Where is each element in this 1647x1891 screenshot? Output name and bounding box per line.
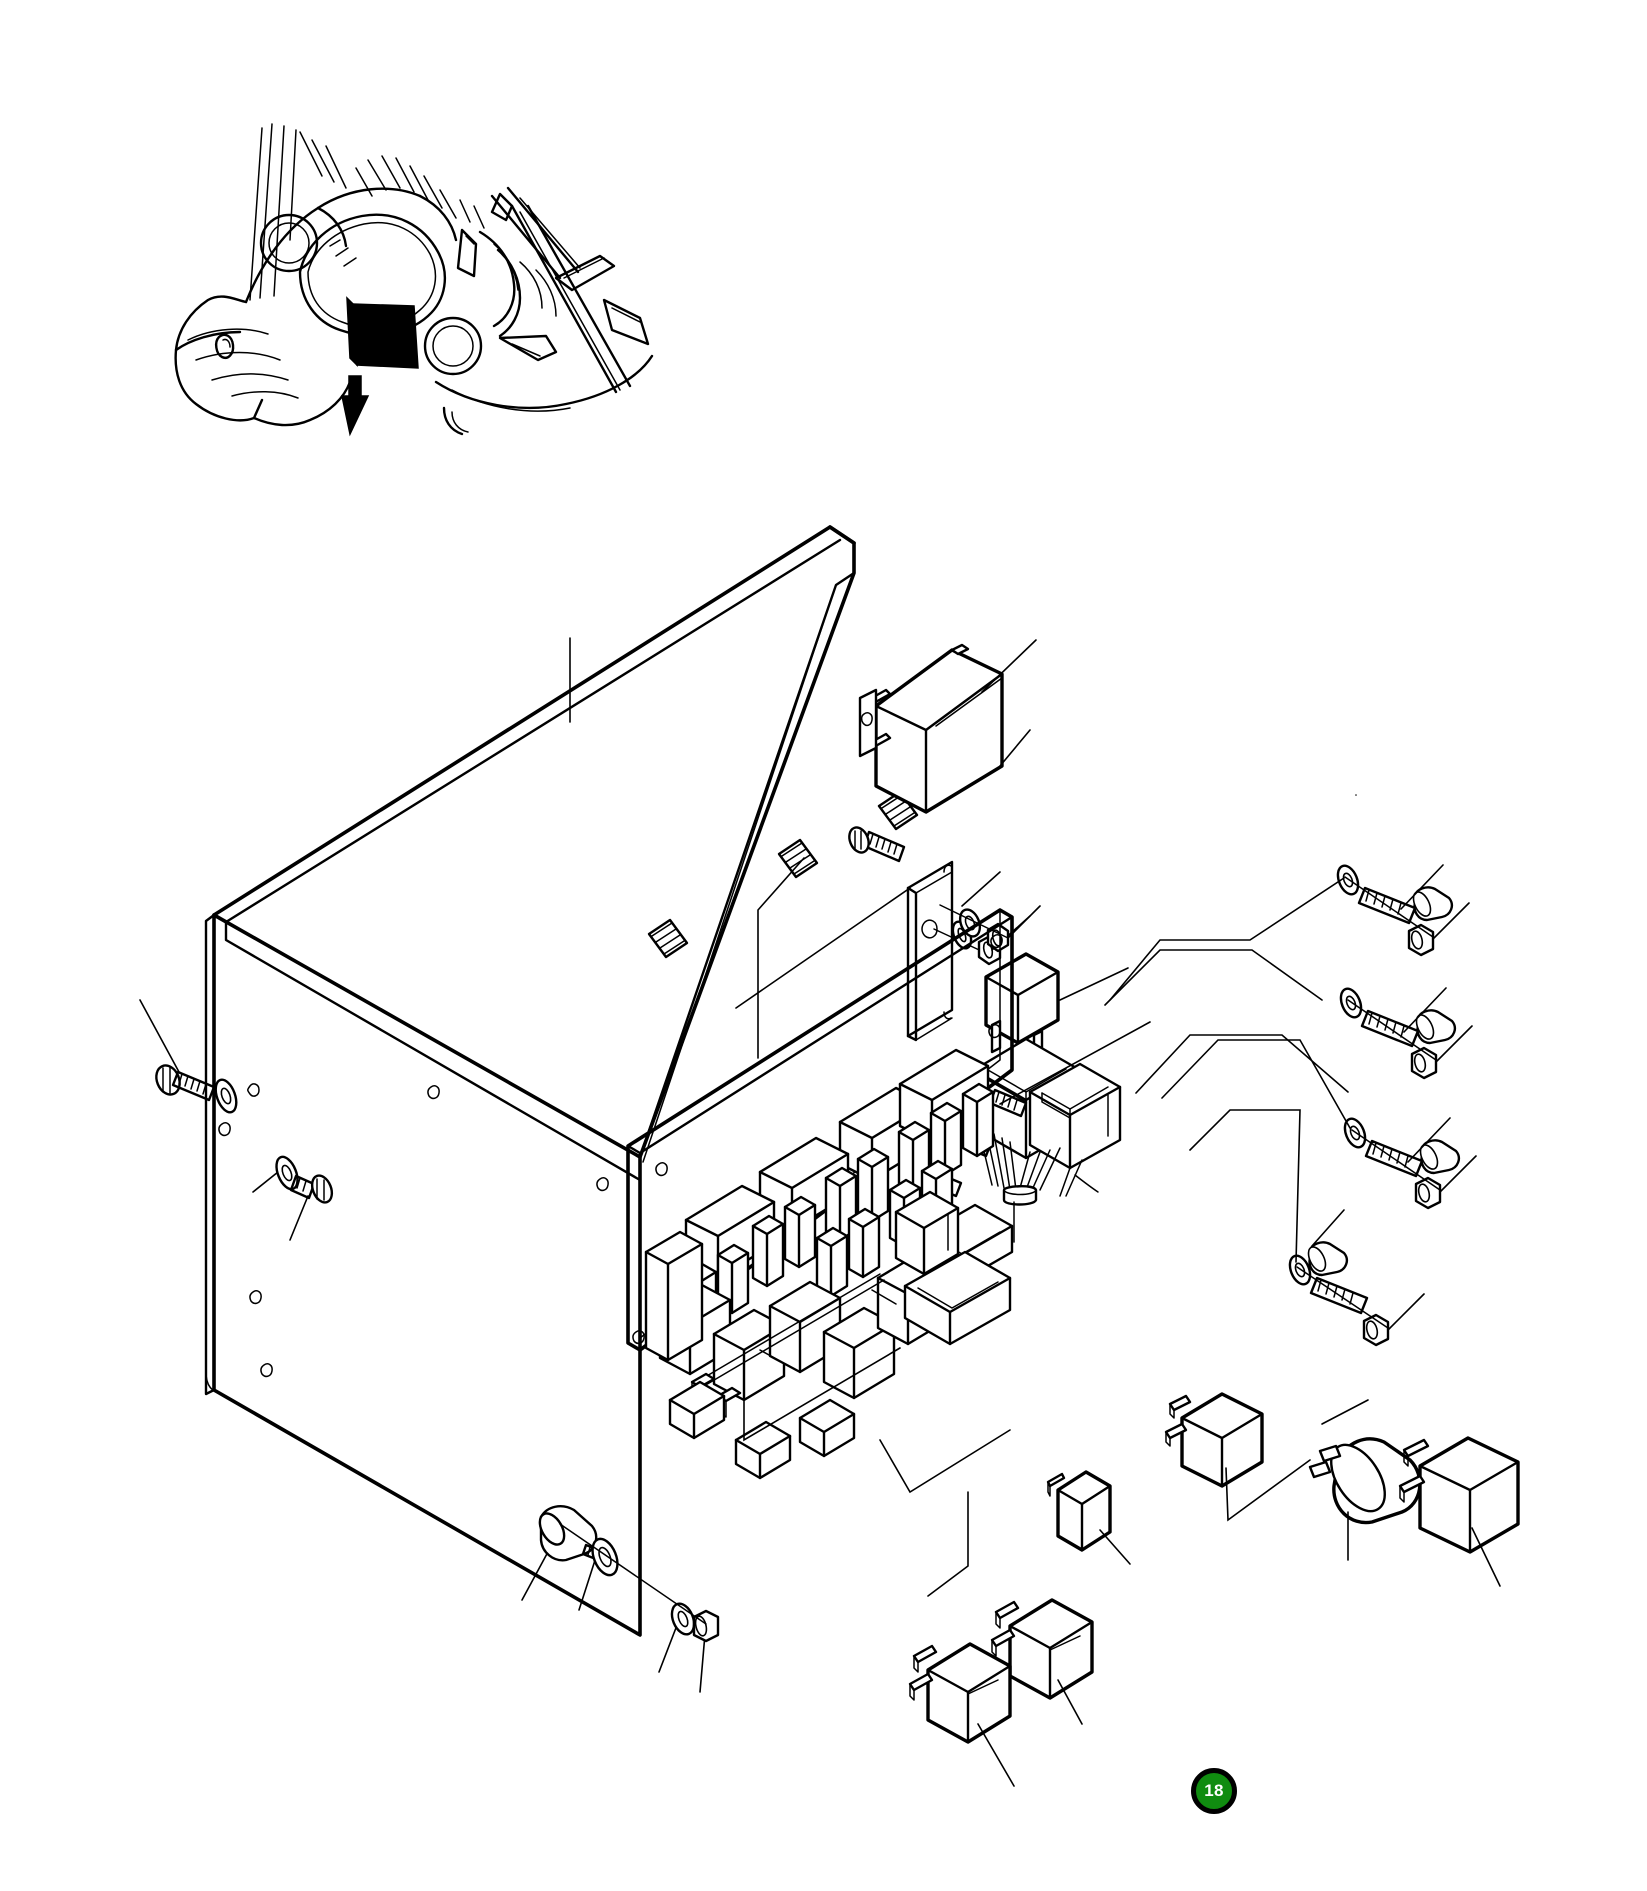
blade-fuse-row-3: [751, 1195, 881, 1298]
flange-stud-d: [647, 918, 689, 959]
dual-socket-block: [972, 1037, 1122, 1243]
hardware-set-right-3: [1161, 794, 1477, 1210]
page-number-badge: 18: [1191, 1768, 1237, 1814]
relay-cube-right: [1398, 1436, 1520, 1587]
locator-view-cab: [174, 123, 654, 437]
board-bottom-connectors: [668, 1380, 856, 1480]
installed-panel-silhouette: [346, 296, 419, 369]
flasher-cylindrical: [1308, 1399, 1422, 1561]
hardware-set-right-1: [1104, 949, 1473, 1080]
relay-cube-mid-right: [1164, 1392, 1311, 1522]
relay-flat-module: [1046, 1470, 1131, 1565]
relay-cube-bottom-center: [990, 1598, 1094, 1725]
relay-cube-bottom-left: [908, 1642, 1015, 1787]
screw-washer-set-lower-left-1: [139, 999, 238, 1114]
page-number-label: 18: [1204, 1781, 1224, 1800]
flange-stud-c: [777, 838, 819, 879]
fuse-relay-board: [626, 908, 1151, 1480]
locator-arrow-icon: [341, 375, 370, 437]
relay-cube-array-front: [658, 1252, 950, 1402]
standoff-spacer-assembly: [521, 1505, 720, 1693]
screw-washer-set-lower-left-2: [252, 1155, 334, 1241]
blade-fuse-row-1: [897, 1082, 995, 1196]
back-cover-plate: [204, 525, 919, 1637]
hardware-set-right-2: [1109, 864, 1470, 1094]
relay-block-left: [644, 1230, 704, 1362]
hardware-set-right-4: [1189, 1109, 1425, 1347]
relay-cube-mid-right-board: [894, 1190, 960, 1276]
main-relay-large: [858, 639, 1041, 953]
